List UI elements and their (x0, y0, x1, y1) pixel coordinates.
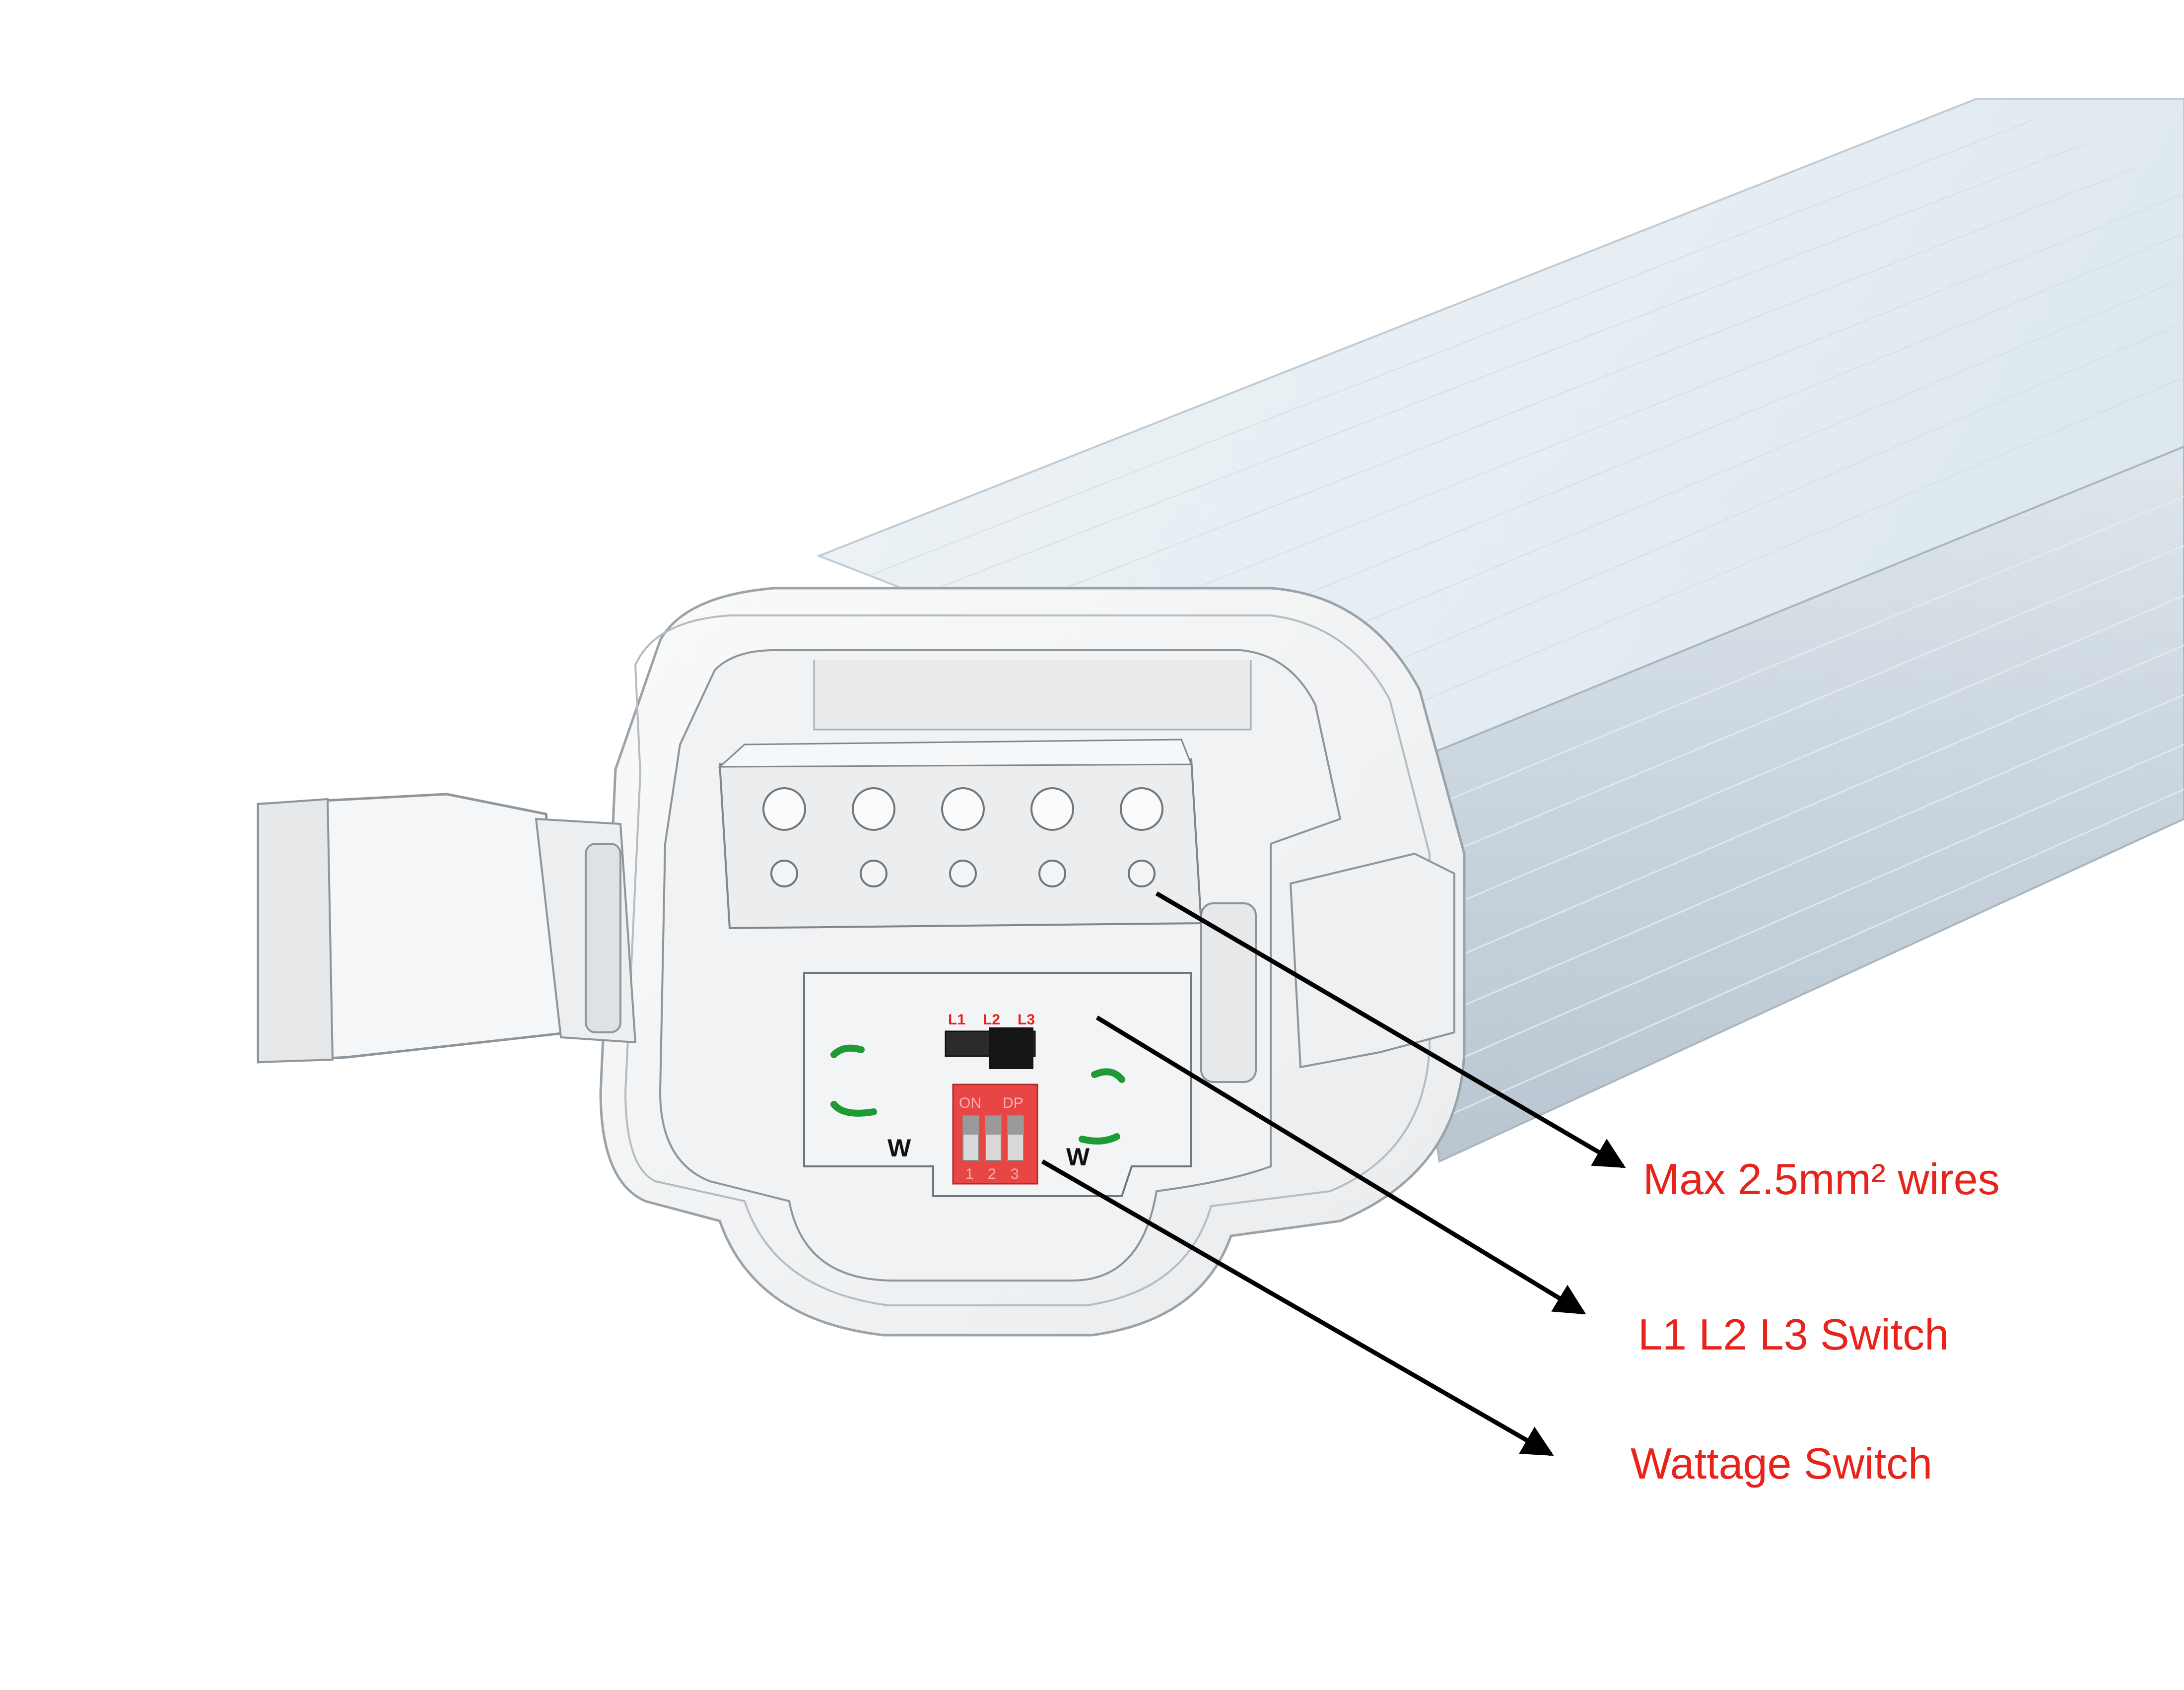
terminal-wire-hole-icon (1030, 787, 1074, 831)
screw-icon (1038, 860, 1066, 887)
dip-dp-label: DP (1003, 1095, 1024, 1111)
green-terminal-left-icon (830, 1044, 865, 1058)
dip-number-1: 1 (965, 1166, 974, 1182)
green-terminal-right-icon (1091, 1068, 1125, 1083)
callout-wattage-switch: Wattage Switch (1631, 1439, 1933, 1488)
leader-phase-switch (1095, 1015, 1586, 1315)
phase-label-l1: L1 (948, 1012, 965, 1028)
leader-wattage-switch (1041, 1159, 1554, 1456)
callout-phase-switch: L1 L2 L3 Switch (1638, 1310, 1949, 1359)
terminal-block (718, 739, 1203, 930)
wattage-label-left: W (887, 1134, 911, 1162)
screw-icon (770, 860, 798, 887)
screw-icon (860, 860, 887, 887)
leader-wires (1155, 891, 1626, 1168)
dip-on-label: ON (959, 1095, 981, 1111)
leader-lines (1041, 891, 1626, 1456)
green-terminal-left-lower-icon (830, 1101, 877, 1117)
screw-icon (1128, 860, 1156, 887)
right-clip (1200, 852, 1455, 1083)
green-terminal-right-lower-icon (1079, 1133, 1120, 1145)
phase-label-l2: L2 (983, 1012, 1000, 1028)
dip-levers[interactable] (962, 1115, 1024, 1161)
wattage-label-right: W (1066, 1143, 1090, 1171)
dip-number-3: 3 (1011, 1166, 1019, 1182)
terminal-wire-hole-icon (852, 787, 895, 831)
callout-max-wires: Max 2.5mm² wires (1643, 1154, 2000, 1204)
switch-panel: L1 L2 L3 W W ON DP 1 2 3 (803, 972, 1192, 1197)
dip-number-2: 2 (988, 1166, 996, 1182)
terminal-wire-hole-icon (941, 787, 985, 831)
phase-slide-knob[interactable] (989, 1027, 1033, 1069)
terminal-wire-hole-icon (762, 787, 806, 831)
phase-label-l3: L3 (1018, 1012, 1035, 1028)
screw-icon (949, 860, 977, 887)
terminal-wire-hole-icon (1120, 787, 1163, 831)
hinged-cover (257, 793, 637, 1064)
terminal-screws (762, 787, 1163, 887)
